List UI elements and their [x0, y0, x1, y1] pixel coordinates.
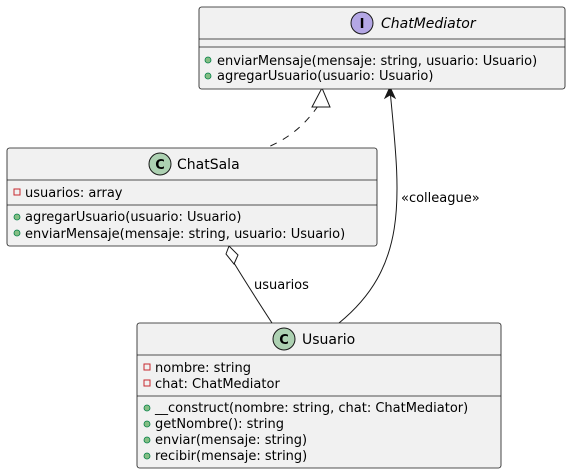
method-row: agregarUsuario(usuario: Usuario): [204, 69, 433, 84]
aggregation-label: usuarios: [254, 278, 309, 293]
method-row: getNombre(): string: [143, 417, 284, 432]
method-text: enviar(mensaje: string): [155, 433, 307, 448]
class-name: Usuario: [302, 332, 355, 348]
field-text: chat: ChatMediator: [155, 377, 280, 392]
class-name: ChatSala: [177, 157, 240, 173]
interface-chatmediator: I ChatMediator enviarMensaje(mensaje: st…: [198, 6, 566, 90]
class-badge-icon: [148, 152, 172, 176]
method-text: enviarMensaje(mensaje: string, usuario: …: [25, 227, 345, 242]
public-visibility-icon: [143, 420, 151, 428]
class-badge-icon: [272, 327, 296, 351]
private-visibility-icon: [13, 188, 21, 196]
colleague-line: [338, 89, 398, 324]
method-row: enviar(mensaje: string): [143, 433, 307, 448]
method-row: enviarMensaje(mensaje: string, usuario: …: [13, 227, 345, 242]
field-text: usuarios: array: [25, 186, 123, 201]
method-row: __construct(nombre: string, chat: ChatMe…: [143, 401, 468, 416]
method-row: recibir(mensaje: string): [143, 449, 307, 464]
public-visibility-icon: [13, 229, 21, 237]
method-text: enviarMensaje(mensaje: string, usuario: …: [217, 54, 537, 69]
class-badge-letter: C: [279, 333, 289, 348]
public-visibility-icon: [143, 436, 151, 444]
public-visibility-icon: [204, 56, 212, 64]
class-box: [198, 6, 566, 90]
public-visibility-icon: [204, 72, 212, 80]
colleague-edge: «colleague»: [338, 85, 480, 324]
realization-arrowhead: [311, 86, 331, 108]
public-visibility-icon: [13, 213, 21, 221]
class-name: ChatMediator: [381, 16, 477, 32]
aggregation-edge: usuarios: [225, 245, 309, 324]
colleague-arrowhead: [383, 85, 397, 100]
field-row: chat: ChatMediator: [143, 377, 280, 392]
field-row: nombre: string: [143, 361, 251, 376]
method-text: getNombre(): string: [155, 417, 284, 432]
private-visibility-icon: [143, 379, 151, 387]
public-visibility-icon: [143, 452, 151, 460]
field-row: usuarios: array: [13, 186, 123, 201]
method-row: enviarMensaje(mensaje: string, usuario: …: [204, 54, 537, 69]
class-box: [136, 322, 502, 469]
method-text: recibir(mensaje: string): [155, 449, 307, 464]
method-row: agregarUsuario(usuario: Usuario): [13, 210, 241, 225]
method-text: agregarUsuario(usuario: Usuario): [217, 69, 433, 84]
interface-badge-icon: [350, 11, 374, 35]
realization-edge: [259, 86, 331, 151]
aggregation-diamond: [225, 245, 239, 265]
class-badge-letter: C: [155, 158, 165, 173]
realization-line: [259, 105, 319, 151]
field-text: nombre: string: [155, 361, 251, 376]
aggregation-line: [233, 262, 273, 324]
private-visibility-icon: [143, 363, 151, 371]
interface-badge-letter: I: [360, 17, 365, 32]
public-visibility-icon: [143, 404, 151, 412]
colleague-label: «colleague»: [401, 191, 480, 206]
class-usuario: C Usuario nombre: string chat: ChatMedia…: [136, 322, 502, 469]
class-chatsala: C ChatSala usuarios: array agregarUsuari…: [6, 147, 378, 247]
class-box: [6, 147, 378, 247]
method-text: __construct(nombre: string, chat: ChatMe…: [154, 401, 468, 416]
method-text: agregarUsuario(usuario: Usuario): [25, 210, 241, 225]
